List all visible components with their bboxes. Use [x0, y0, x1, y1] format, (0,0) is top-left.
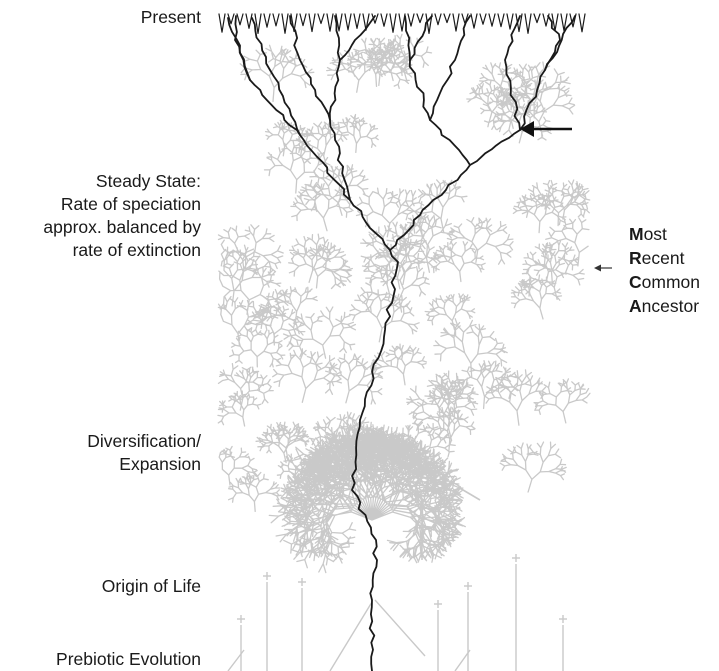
gray-branches	[218, 34, 590, 572]
label-prebiotic-evolution: Prebiotic Evolution	[56, 648, 201, 671]
plus-marker-icon	[559, 615, 567, 623]
plus-marker-icon	[298, 578, 306, 586]
prebiotic-line	[375, 600, 425, 656]
prebiotic-lineages	[228, 554, 567, 671]
mrca-pointer-arrow	[520, 121, 572, 137]
plus-marker-icon	[434, 600, 442, 608]
present-tips	[219, 14, 585, 33]
surviving-branch	[405, 16, 470, 165]
surviving-branch	[430, 16, 470, 120]
label-mrca: Most Recent Common Ancestor	[629, 222, 700, 318]
label-diversification: Diversification/ Expansion	[87, 430, 201, 476]
surviving-branch	[545, 16, 560, 70]
arrow-left-icon	[594, 265, 601, 272]
prebiotic-line	[330, 602, 372, 671]
plus-marker-icon	[464, 582, 472, 590]
diversification-arrow	[458, 487, 480, 500]
background-branching-tree	[218, 34, 590, 572]
surviving-branch	[290, 16, 330, 120]
plus-marker-icon	[512, 554, 520, 562]
mrca-line: Recent	[629, 246, 700, 270]
small-mrca-arrow	[594, 265, 612, 272]
mrca-line: Common	[629, 270, 700, 294]
plus-marker-icon	[263, 572, 271, 580]
surviving-branch	[252, 18, 300, 135]
mrca-line: Ancestor	[629, 294, 700, 318]
mrca-line: Most	[629, 222, 700, 246]
plus-marker-icon	[237, 615, 245, 623]
label-origin-of-life: Origin of Life	[102, 575, 201, 598]
surviving-branch	[410, 16, 432, 60]
label-present: Present	[141, 6, 201, 29]
label-steady-state: Steady State: Rate of speciation approx.…	[43, 170, 201, 262]
